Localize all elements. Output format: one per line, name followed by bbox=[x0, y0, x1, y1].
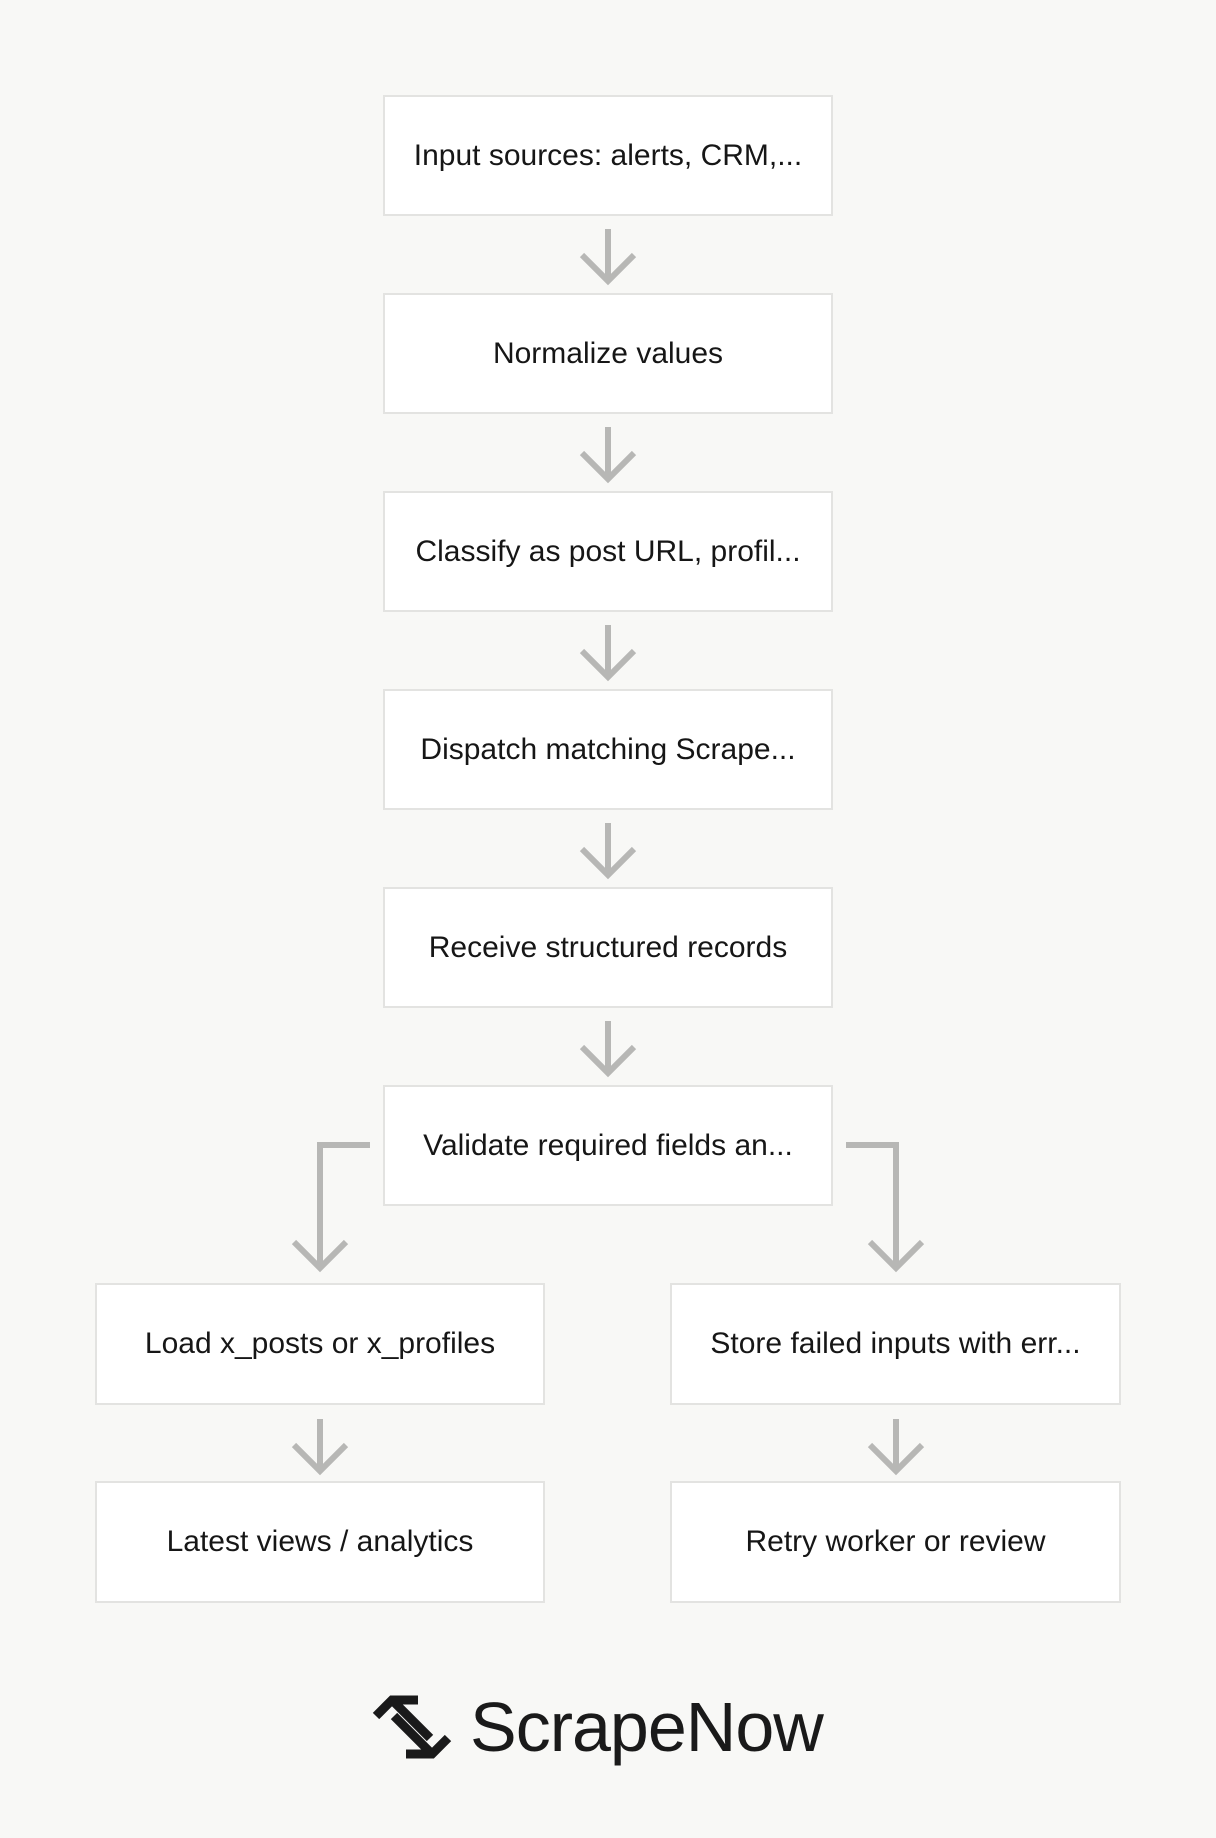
node-retry-worker-label: Retry worker or review bbox=[745, 1525, 1046, 1558]
node-load-posts-profiles: Load x_posts or x_profiles bbox=[95, 1283, 545, 1405]
node-store-failed-inputs: Store failed inputs with err... bbox=[670, 1283, 1121, 1405]
node-load-posts-profiles-label: Load x_posts or x_profiles bbox=[144, 1327, 496, 1360]
arrow-classify-to-dispatch bbox=[579, 625, 637, 682]
scrapenow-logo: ScrapeNow bbox=[372, 1688, 824, 1766]
node-normalize-values: Normalize values bbox=[383, 293, 833, 414]
brand-name: ScrapeNow bbox=[470, 1688, 824, 1766]
arrow-normalize-to-classify bbox=[579, 427, 637, 484]
node-validate: Validate required fields an... bbox=[383, 1085, 833, 1206]
node-receive-records: Receive structured records bbox=[383, 887, 833, 1008]
arrow-dispatch-to-receive bbox=[579, 823, 637, 880]
node-dispatch: Dispatch matching Scrape... bbox=[383, 689, 833, 810]
node-input-sources: Input sources: alerts, CRM,... bbox=[383, 95, 833, 216]
node-retry-worker: Retry worker or review bbox=[670, 1481, 1121, 1603]
node-store-failed-inputs-label: Store failed inputs with err... bbox=[710, 1327, 1081, 1360]
arrow-validate-to-load bbox=[291, 1142, 370, 1273]
node-classify: Classify as post URL, profil... bbox=[383, 491, 833, 612]
arrow-store-failed-to-retry bbox=[867, 1419, 925, 1476]
node-input-sources-label: Input sources: alerts, CRM,... bbox=[413, 138, 803, 172]
node-receive-records-label: Receive structured records bbox=[428, 930, 788, 964]
arrow-receive-to-validate bbox=[579, 1021, 637, 1078]
node-validate-label: Validate required fields an... bbox=[423, 1128, 793, 1162]
node-latest-views: Latest views / analytics bbox=[95, 1481, 545, 1603]
node-normalize-values-label: Normalize values bbox=[492, 336, 724, 370]
arrow-load-to-latest-views bbox=[291, 1419, 349, 1476]
arrow-input-to-normalize bbox=[579, 229, 637, 286]
node-classify-label: Classify as post URL, profil... bbox=[415, 534, 801, 568]
node-latest-views-label: Latest views / analytics bbox=[166, 1525, 474, 1558]
scrapenow-logo-icon bbox=[372, 1695, 452, 1759]
arrow-validate-to-store-failed bbox=[846, 1142, 925, 1273]
node-dispatch-label: Dispatch matching Scrape... bbox=[420, 732, 796, 766]
